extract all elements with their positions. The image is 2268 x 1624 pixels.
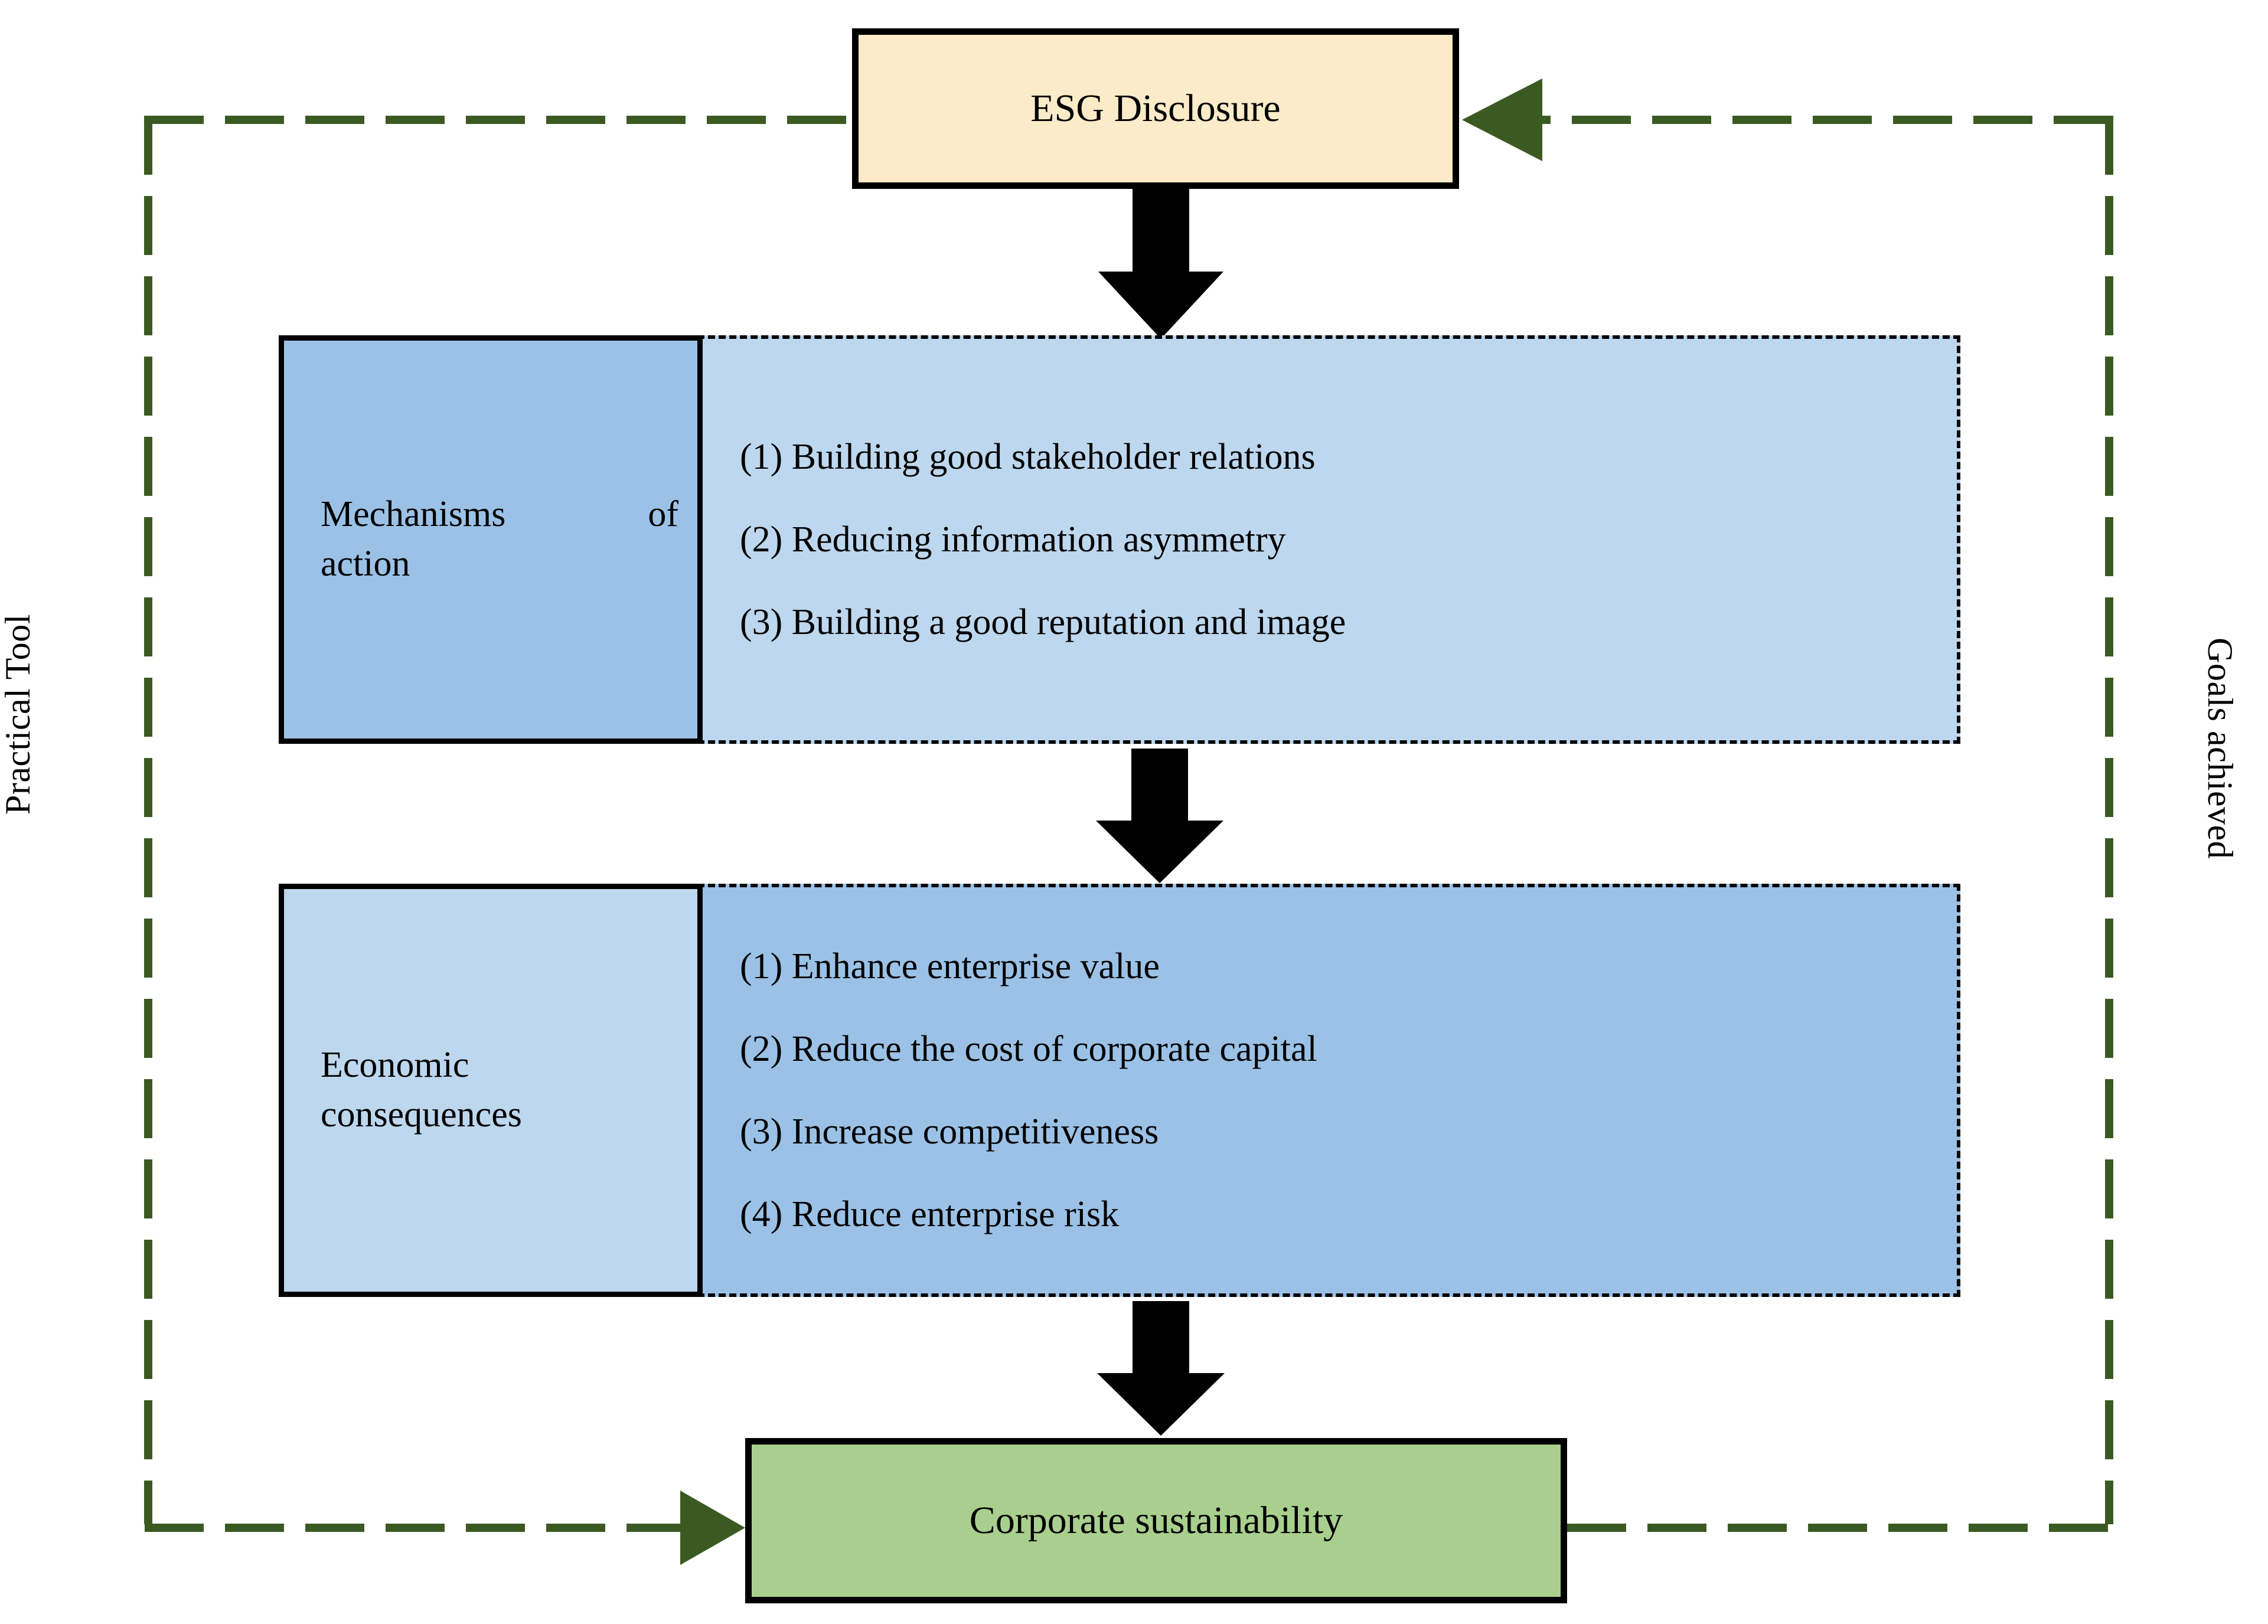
economic-label-box[interactable]: Economic consequences [279, 884, 703, 1297]
list-item: (2) Reducing information asymmetry [740, 519, 1286, 560]
flow-arrow-esg-to-mechanisms [1098, 188, 1223, 339]
row-economic-consequences: Economic consequences (1) Enhance enterp… [279, 884, 1960, 1297]
economic-label-text: Economic consequences [284, 1041, 697, 1139]
esg-disclosure-label: ESG Disclosure [1030, 87, 1281, 130]
economic-label-line-1: Economic [321, 1045, 469, 1086]
flow-arrow-economic-to-sustainability [1097, 1301, 1225, 1436]
mechanisms-items-panel: (1) Building good stakeholder relations … [697, 335, 1960, 744]
corporate-sustainability-node[interactable]: Corporate sustainability [745, 1438, 1567, 1603]
practical-tool-label: Practical Tool [0, 614, 37, 815]
list-item: (1) Enhance enterprise value [740, 946, 1160, 986]
feedback-arrowhead-into-outcome [680, 1491, 745, 1565]
mechanisms-label-box[interactable]: Mechanisms of action [279, 335, 703, 744]
flow-arrow-mechanisms-to-economic [1096, 749, 1223, 883]
economic-items-panel: (1) Enhance enterprise value (2) Reduce … [697, 884, 1960, 1297]
list-item: (4) Reduce enterprise risk [740, 1194, 1120, 1234]
mechanisms-label-line-1: Mechanisms of [321, 494, 678, 535]
row-mechanisms-of-action: Mechanisms of action (1) Building good s… [279, 335, 1960, 744]
mechanisms-label-text: Mechanisms of action [284, 490, 697, 589]
list-item: (1) Building good stakeholder relations [740, 437, 1316, 477]
goals-achieved-label: Goals achieved [2201, 638, 2240, 860]
mechanisms-label-line-2: action [321, 544, 410, 584]
list-item: (3) Building a good reputation and image [740, 602, 1346, 642]
economic-label-line-2: consequences [321, 1094, 522, 1135]
corporate-sustainability-label: Corporate sustainability [969, 1499, 1343, 1542]
esg-disclosure-node[interactable]: ESG Disclosure [852, 28, 1459, 189]
list-item: (3) Increase competitiveness [740, 1112, 1159, 1152]
list-item: (2) Reduce the cost of corporate capital [740, 1029, 1317, 1069]
feedback-arrowhead-into-esg [1462, 79, 1542, 161]
